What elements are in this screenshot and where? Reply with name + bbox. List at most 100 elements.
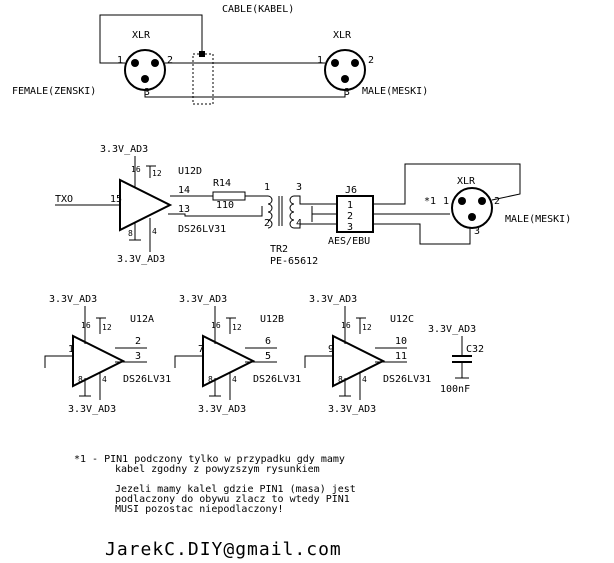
male-label: MALE(MESKI) bbox=[362, 86, 428, 97]
driver-pin-out1: 6 bbox=[265, 336, 271, 347]
tr2-transformer: 1 3 2 4 TR2 PE-65612 bbox=[264, 182, 337, 267]
output-xlr-note-ref: *1 bbox=[424, 196, 436, 207]
j6-pin3: 3 bbox=[347, 222, 353, 233]
r14-ref: R14 bbox=[213, 178, 231, 189]
driver-pin8: 8 bbox=[78, 375, 83, 384]
output-xlr-pin1 bbox=[458, 197, 466, 205]
c32-capacitor: 3.3V_AD3 C32 100nF bbox=[428, 324, 484, 395]
driver-supply-bottom: 3.3V_AD3 bbox=[198, 404, 246, 415]
c32-ref: C32 bbox=[466, 344, 484, 355]
cable-pin3-left: 3 bbox=[144, 87, 150, 98]
xlr-female-pin1 bbox=[131, 59, 139, 67]
r14-resistor: R14 110 bbox=[212, 178, 268, 211]
driver-supply-bottom: 3.3V_AD3 bbox=[68, 404, 116, 415]
output-xlr-pin3 bbox=[468, 213, 476, 221]
u12d-out-n bbox=[168, 206, 263, 217]
c32-value: 100nF bbox=[440, 384, 470, 395]
tr2-pin3: 3 bbox=[296, 182, 302, 193]
driver-triangle bbox=[72, 334, 126, 388]
driver-part: DS26LV31 bbox=[123, 374, 171, 385]
driver-triangle bbox=[332, 334, 386, 388]
output-xlr-pin2 bbox=[478, 197, 486, 205]
xlr-female-pin2 bbox=[151, 59, 159, 67]
u12d-pin13: 13 bbox=[178, 204, 190, 215]
j6-ref: J6 bbox=[345, 185, 357, 196]
driver-supply-top: 3.3V_AD3 bbox=[49, 294, 97, 305]
cable-wire-pin3 bbox=[144, 90, 346, 98]
driver-pin-out2: 5 bbox=[265, 351, 271, 362]
xlr-male-pin2 bbox=[351, 59, 359, 67]
note-line-5: MUSI pozostac niepodlaczony! bbox=[115, 504, 284, 515]
xlr-female-body bbox=[124, 49, 166, 91]
driver-in-line bbox=[44, 355, 73, 368]
notes: *1 - PIN1 podczony tylko w przypadku gdy… bbox=[74, 454, 356, 515]
driver-in-line bbox=[304, 355, 333, 368]
driver-in-line bbox=[174, 355, 203, 368]
c32-supply: 3.3V_AD3 bbox=[428, 324, 476, 335]
j6-pin2: 2 bbox=[347, 211, 353, 222]
xlr-female-connector bbox=[124, 49, 166, 91]
driver-ref: U12A bbox=[130, 314, 154, 325]
u12d-part: DS26LV31 bbox=[178, 224, 226, 235]
u12d-pin8: 8 bbox=[128, 229, 133, 238]
output-xlr: XLR *1 1 2 3 MALE(MESKI) bbox=[424, 176, 571, 237]
u12d-ref: U12D bbox=[178, 166, 202, 177]
u12d-pin12: 12 bbox=[152, 169, 162, 178]
driver-pin4: 4 bbox=[102, 375, 107, 384]
driver-supply-bottom: 3.3V_AD3 bbox=[328, 404, 376, 415]
r14-body bbox=[212, 191, 246, 201]
u12d-pin14: 14 bbox=[178, 185, 190, 196]
cable-pin2-left: 2 bbox=[167, 55, 173, 66]
tr2-pin2: 2 bbox=[264, 218, 270, 229]
xlr-male-pin1 bbox=[331, 59, 339, 67]
cable-wire-pin1 bbox=[99, 14, 203, 64]
j6-wire-pin1 bbox=[373, 163, 521, 205]
signature: JarekC.DIY@gmail.com bbox=[105, 539, 342, 560]
xlr-male-pin3 bbox=[341, 75, 349, 83]
tr2-pin1: 1 bbox=[264, 182, 270, 193]
driver-pin-in: 1 bbox=[68, 344, 74, 355]
driver-pin-out2: 11 bbox=[395, 351, 407, 362]
xlr-female-pin3 bbox=[141, 75, 149, 83]
txo-label: TXO bbox=[55, 194, 73, 205]
driver-supply-top: 3.3V_AD3 bbox=[179, 294, 227, 305]
output-xlr-p3: 3 bbox=[474, 226, 480, 237]
driver-pin16: 16 bbox=[81, 321, 91, 330]
tr2-secondary-coil bbox=[289, 195, 295, 229]
driver-pin-in: 9 bbox=[328, 344, 334, 355]
note-line-1: *1 - PIN1 podczony tylko w przypadku gdy… bbox=[74, 454, 345, 465]
cable-pin1-left: 1 bbox=[117, 55, 123, 66]
driver-supply-top: 3.3V_AD3 bbox=[309, 294, 357, 305]
u12d-triangle bbox=[119, 178, 173, 232]
driver-pin12: 12 bbox=[232, 323, 242, 332]
driver-pin-out1: 2 bbox=[135, 336, 141, 347]
driver-pin-out2: 3 bbox=[135, 351, 141, 362]
output-xlr-body bbox=[451, 187, 493, 229]
driver-pin12: 12 bbox=[362, 323, 372, 332]
driver-pin-out1: 10 bbox=[395, 336, 407, 347]
driver-pin16: 16 bbox=[211, 321, 221, 330]
driver-pin4: 4 bbox=[232, 375, 237, 384]
cable-shield bbox=[192, 53, 214, 105]
tr2-pin4: 4 bbox=[296, 218, 302, 229]
cable-label: CABLE(KABEL) bbox=[222, 4, 294, 15]
driver-pin8: 8 bbox=[338, 375, 343, 384]
cable-pin3-right: 3 bbox=[344, 87, 350, 98]
j6-pin1: 1 bbox=[347, 200, 353, 211]
note-line-3: Jezeli mamy kalel gdzie PIN1 (masa) jest bbox=[115, 484, 356, 495]
r14-value: 110 bbox=[216, 200, 234, 211]
xlr-female-label: XLR bbox=[132, 30, 151, 41]
u12d-driver: 3.3V_AD3 16 12 U12D TXO 15 14 13 8 4 3.3… bbox=[55, 144, 263, 265]
female-label: FEMALE(ZENSKI) bbox=[12, 86, 96, 97]
u12d-pin-in: 15 bbox=[110, 194, 122, 205]
output-xlr-p1: 1 bbox=[443, 196, 449, 207]
driver-pin8: 8 bbox=[208, 375, 213, 384]
driver-triangle bbox=[202, 334, 256, 388]
u12d-supply-bottom: 3.3V_AD3 bbox=[117, 254, 165, 265]
driver-pin4: 4 bbox=[362, 375, 367, 384]
u12d-pin4: 4 bbox=[152, 227, 157, 236]
